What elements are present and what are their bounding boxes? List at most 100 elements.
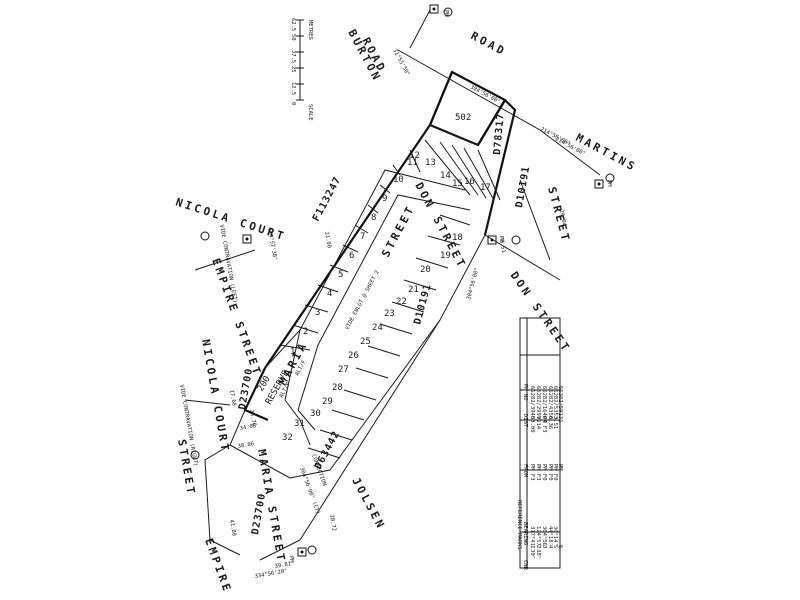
lot-31: 31: [294, 419, 305, 429]
pm-marker: [487, 235, 497, 245]
ref-row: 1: [529, 545, 535, 548]
don-street-outer: DON STREET: [508, 269, 574, 355]
dim-4: 304°56'00": [466, 267, 480, 301]
burton-road-line: [397, 49, 601, 176]
scale-tick-5: 62.5: [290, 18, 296, 31]
svg-text:30°14': 30°14': [552, 526, 558, 546]
svg-text:304°56': 304°56': [541, 526, 547, 549]
svg-text:66282/3940: 66282/3940: [529, 386, 535, 419]
lot-7: 7: [360, 232, 365, 242]
ref-row: 2: [535, 545, 541, 548]
street-centre: STREET: [379, 202, 418, 259]
svg-text:44°18': 44°18': [547, 526, 553, 546]
lot-8: 8: [371, 213, 376, 223]
dim-9: 28.72: [328, 514, 337, 531]
dim-6: 41.88: [228, 519, 237, 536]
lot-1: 1: [290, 347, 295, 357]
east-lots: 12 13 14 15 16 17 502: [409, 113, 501, 201]
svg-text:66282/29975: 66282/29975: [535, 386, 541, 422]
lot-16: 16: [464, 177, 475, 187]
plan-d78317: D78317: [492, 112, 507, 155]
south-lots: 18 19 20 21 22 23 24 25 26 27 28 29 30 3…: [282, 214, 471, 459]
svg-text:PM F3: PM F3: [541, 416, 547, 433]
pm-marker: [429, 4, 439, 14]
pm-marker: [297, 547, 307, 557]
empire-street-top: EMPIRE STREET: [209, 257, 264, 379]
pm-marker: [242, 234, 252, 244]
dim-15: 8.51: [498, 239, 506, 253]
ref-row: 3: [541, 545, 547, 548]
svg-text:9.14: 9.14: [535, 416, 541, 430]
svg-text:66282/59131: 66282/59131: [557, 386, 563, 422]
lot-5: 5: [338, 270, 343, 280]
dim-10: 38.06: [237, 441, 254, 450]
pm-markers: PM PM PM PM: [190, 4, 615, 563]
svg-text:PM F0: PM F0: [552, 464, 558, 481]
ref-row: 6: [557, 545, 563, 548]
scale-tick-0: 0: [290, 102, 296, 105]
svg-text:PM: PM: [498, 236, 504, 243]
dim-7: 39.81: [274, 561, 291, 570]
scale-tick-3: 37.5: [290, 50, 296, 63]
lot-3: 3: [315, 308, 320, 318]
lot-15: 15: [452, 179, 463, 189]
lot-2: 2: [303, 327, 308, 337]
ref-row: 4: [547, 545, 553, 549]
plan-f113247: F113247: [311, 175, 344, 224]
svg-text:PM F3: PM F3: [529, 464, 535, 481]
dim-13: 21.00: [323, 231, 332, 248]
lot-17: 17: [480, 183, 491, 193]
svg-text:PM F0: PM F0: [547, 464, 553, 481]
dim-14: 26.04: [558, 209, 567, 227]
dim-8: 34.08: [239, 423, 256, 432]
lot-12: 12: [409, 151, 420, 161]
jolsen-line: [299, 319, 441, 541]
lot-22: 22: [396, 297, 407, 307]
lot-10: 10: [393, 175, 404, 185]
svg-text:PM F3: PM F3: [535, 464, 541, 481]
svg-text:PM: PM: [557, 464, 563, 471]
scale-tick-2: 25: [290, 66, 296, 73]
svg-text:66282/4356: 66282/4356: [547, 386, 553, 419]
internal-road: [284, 169, 471, 446]
svg-text:0.36: 0.36: [547, 416, 553, 429]
empire-bottom: EMPIRE: [202, 537, 234, 596]
dim-1: 31°55'50": [391, 48, 410, 77]
lot-32: 32: [282, 433, 293, 443]
nicola-court-left: NICOLA COURT: [199, 338, 232, 454]
jolsen-label: JOLSEN: [349, 475, 388, 532]
svg-text:PM: PM: [443, 10, 449, 17]
ref-title: REFERENCE MARKS: [516, 500, 522, 550]
lot-30: 30: [310, 409, 321, 419]
lot-4: 4: [327, 289, 332, 299]
svg-text:PM: PM: [606, 180, 612, 187]
ref-h-dist: DIST: [522, 414, 528, 428]
scale-tick-1: 12.5: [290, 82, 296, 95]
lot-13: 13: [425, 158, 436, 168]
lot-24: 24: [372, 323, 383, 333]
south-boundary: [289, 234, 486, 479]
dim-11: 25.76: [248, 409, 257, 426]
lot-19: 19: [440, 251, 451, 261]
dim-3: 124°57'38": [266, 227, 278, 261]
scale-units: METRES: [307, 20, 313, 40]
lot-9: 9: [382, 194, 387, 204]
pm-marker: [594, 179, 604, 189]
lot-27: 27: [338, 365, 349, 375]
svg-text:53.00: 53.00: [529, 416, 535, 433]
east-boundary: [483, 99, 517, 236]
svg-text:317°41'30": 317°41'30": [529, 526, 535, 559]
lot-23: 23: [384, 309, 395, 319]
lot-26: 26: [348, 351, 359, 361]
dim-12: 17.68: [228, 389, 237, 406]
reference-marks-table: REFERENCE MARKS CNR BEARING FROM DIST PM…: [516, 317, 563, 571]
svg-text:PM F0: PM F0: [541, 464, 547, 481]
lot-6: 6: [349, 251, 354, 261]
svg-text:124°57'38": 124°57'38": [535, 526, 541, 559]
svg-text:3.51: 3.51: [552, 416, 558, 429]
lot-20: 20: [420, 265, 431, 275]
plan-d23700-top: D23700: [237, 367, 255, 410]
vide-centre-note: VIDE ENLGT @ SHEET 2: [344, 270, 380, 331]
lot-502: 502: [455, 113, 471, 123]
